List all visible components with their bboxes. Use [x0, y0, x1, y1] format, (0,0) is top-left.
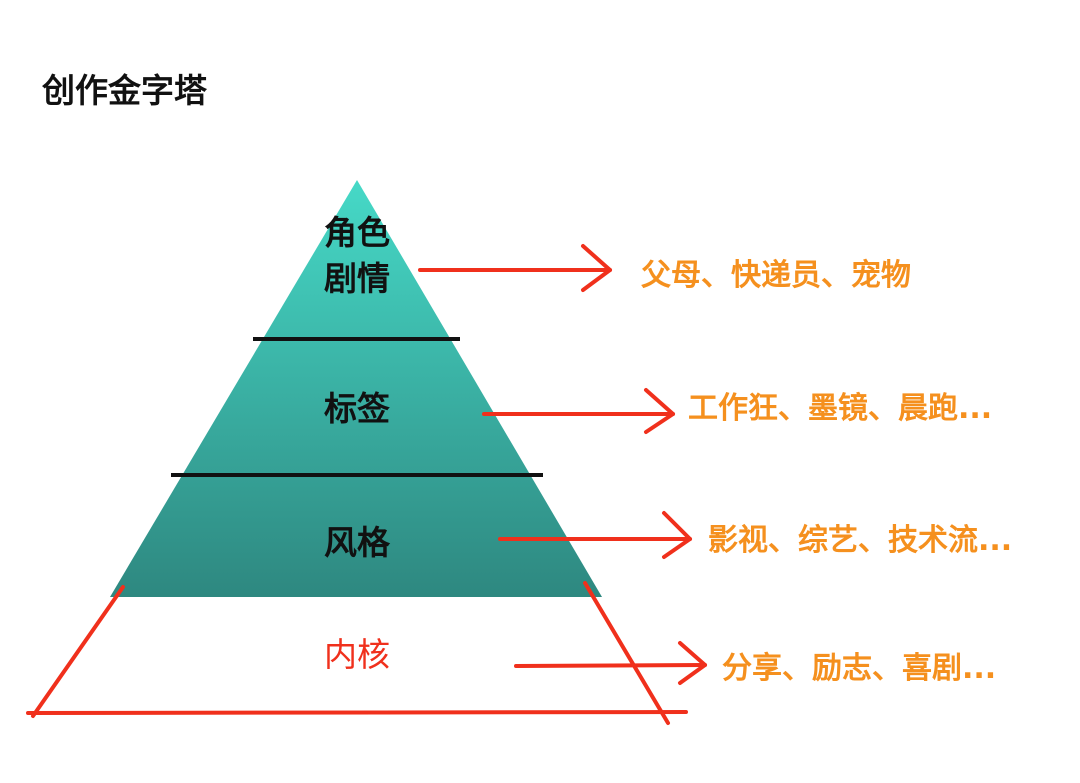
level-label-tags: 标签 — [324, 389, 390, 428]
arrow-3 — [498, 511, 692, 559]
arrow-4 — [514, 641, 707, 685]
level-label-core: 内核 — [324, 635, 390, 674]
core-left-edge — [31, 585, 125, 718]
level-description-3: 影视、综艺、技术流... — [708, 523, 1013, 558]
core-right-edge — [583, 581, 670, 725]
arrow-1 — [418, 244, 612, 292]
pyramid-shape — [110, 180, 602, 597]
level-label-role-plot: 角色 剧情 — [297, 210, 417, 302]
arrow-2 — [482, 388, 675, 434]
diagram-title: 创作金字塔 — [42, 71, 207, 110]
level-description-4: 分享、励志、喜剧... — [722, 651, 997, 686]
level-label-style: 风格 — [324, 523, 390, 562]
core-base-line — [26, 710, 688, 715]
level-label-line: 剧情 — [324, 259, 390, 298]
level-description-2: 工作狂、墨镜、晨跑... — [688, 391, 993, 426]
level-label-line: 角色 — [324, 213, 390, 252]
level-description-1: 父母、快递员、宠物 — [641, 258, 911, 293]
